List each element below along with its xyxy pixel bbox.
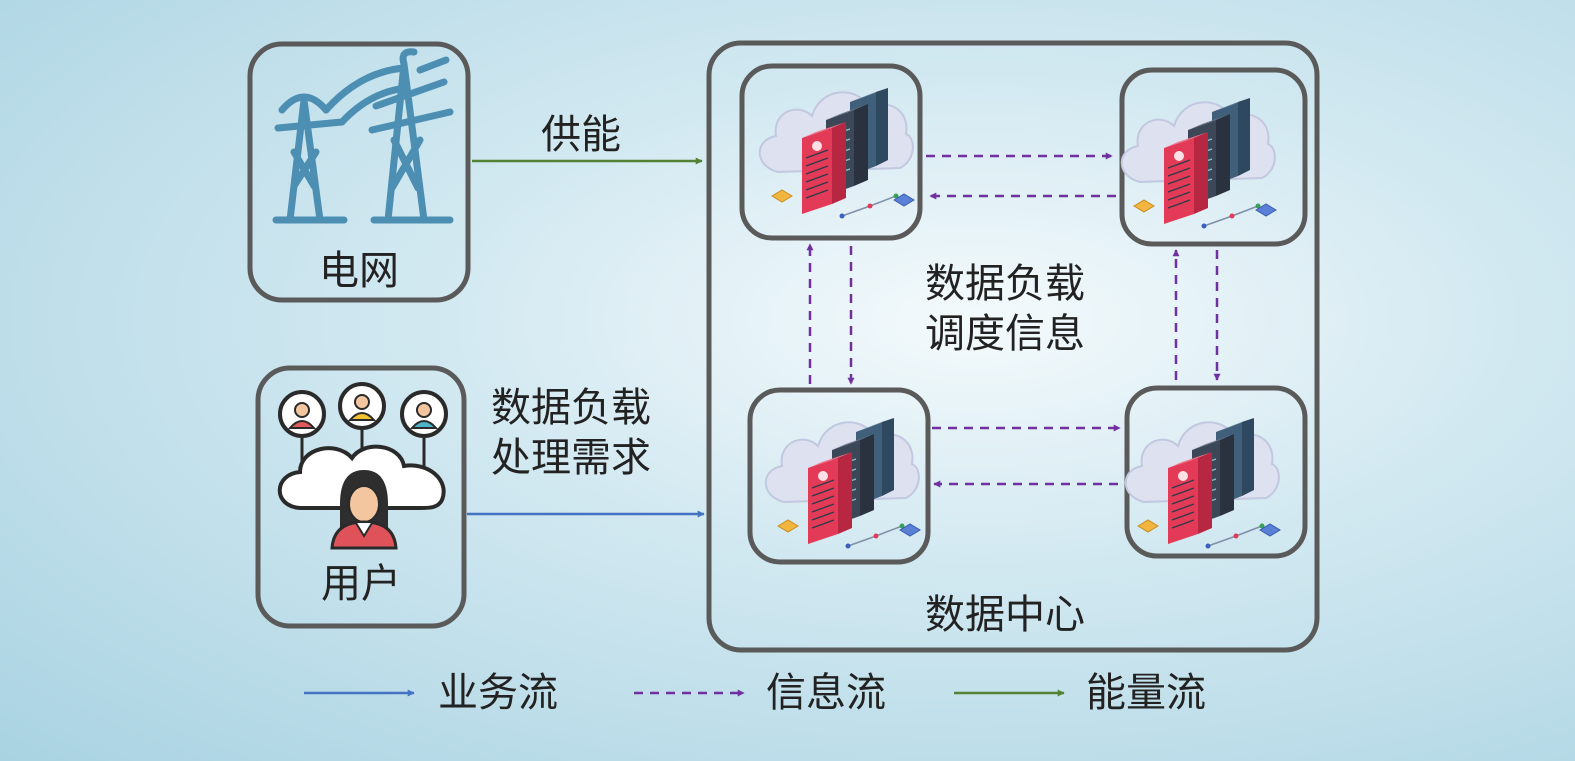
cloud-server-icon — [1120, 97, 1277, 230]
users-cloud-icon — [277, 382, 448, 550]
user-box — [255, 365, 467, 629]
cloud-server-icon — [758, 87, 915, 220]
legend-label-info: 信息流 — [766, 670, 886, 716]
demand-label-line2: 处理需求 — [491, 435, 651, 481]
legend-label-energy: 能量流 — [1086, 670, 1206, 716]
grid-label: 电网 — [319, 248, 399, 294]
cloud-server-icon — [764, 417, 921, 550]
legend-label-business: 业务流 — [438, 670, 558, 716]
demand-label: 数据负载 处理需求 — [491, 383, 651, 483]
schedule-label-line1: 数据负载 — [925, 261, 1085, 307]
datacenter-label: 数据中心 — [925, 592, 1085, 638]
server-box-bottom-left — [747, 387, 931, 565]
cloud-server-icon — [1124, 417, 1281, 550]
datacenter-box — [706, 40, 1320, 653]
server-box-bottom-right — [1124, 385, 1308, 559]
power-tower-icon — [272, 48, 454, 224]
user-label: 用户 — [321, 561, 401, 607]
schedule-info-label: 数据负载 调度信息 — [925, 259, 1085, 359]
supply-label: 供能 — [541, 112, 621, 158]
demand-label-line1: 数据负载 — [491, 385, 651, 431]
grid-box — [247, 41, 471, 303]
server-box-top-left — [739, 63, 923, 241]
schedule-label-line2: 调度信息 — [925, 311, 1085, 357]
